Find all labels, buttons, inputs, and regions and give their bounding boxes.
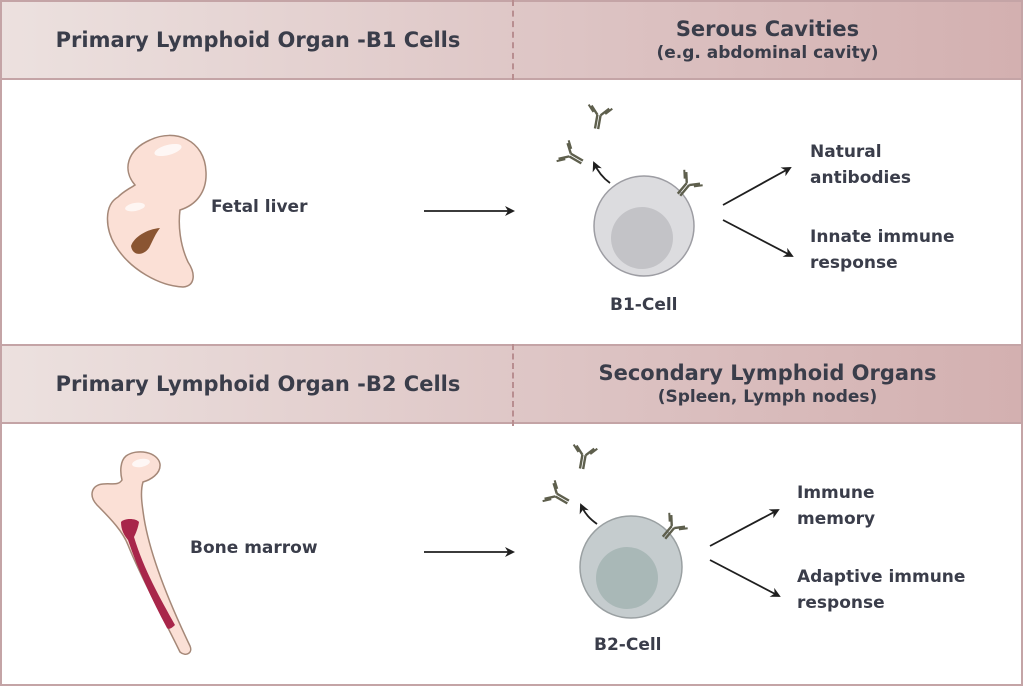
b2-cell-icon bbox=[541, 443, 689, 619]
b2-header-right: Secondary Lymphoid Organs (Spleen, Lymph… bbox=[514, 346, 1021, 422]
b1-outcome-arrow-2 bbox=[722, 219, 794, 257]
b2-outcome-arrow-2 bbox=[709, 559, 781, 597]
b1-header-right-sub: (e.g. abdominal cavity) bbox=[656, 42, 879, 63]
b1-outcome-arrow-1 bbox=[722, 167, 792, 206]
b2-header-divider bbox=[512, 344, 514, 426]
b1-secreted-antibody-icon bbox=[583, 103, 614, 133]
b2-secretion-arrow bbox=[579, 503, 598, 525]
b1-outcome-1-line1: Natural bbox=[810, 142, 882, 162]
b1-header-right-main: Serous Cavities bbox=[675, 17, 860, 42]
b1-cell-icon bbox=[555, 103, 704, 277]
b2-outcome-1: Immune memory bbox=[797, 481, 875, 532]
b2-secreted-antibody-icon bbox=[541, 479, 576, 514]
fetal-liver-icon bbox=[106, 134, 207, 288]
b2-header-right-sub: (Spleen, Lymph nodes) bbox=[657, 386, 878, 407]
b2-secreted-antibody-icon bbox=[568, 443, 599, 473]
b1-outcome-2: Innate immune response bbox=[810, 225, 955, 276]
b1-header-divider bbox=[512, 0, 514, 80]
b2-outcome-2: Adaptive immune response bbox=[797, 565, 965, 616]
bone-marrow-icon bbox=[91, 451, 192, 655]
b1-outcome-2-line1: Innate immune bbox=[810, 227, 955, 247]
b1-outcome-1: Natural antibodies bbox=[810, 140, 911, 191]
b2-organ-label: Bone marrow bbox=[190, 538, 318, 558]
b2-outcome-2-line2: response bbox=[797, 592, 885, 613]
b1-outcome-1-line2: antibodies bbox=[810, 167, 912, 188]
b2-cell-label: B2-Cell bbox=[594, 635, 662, 655]
b2-outcome-2-line1: Adaptive immune bbox=[797, 567, 966, 587]
b2-header-band: Primary Lymphoid Organ -B2 Cells Seconda… bbox=[2, 344, 1021, 424]
b1-header-left: Primary Lymphoid Organ -B1 Cells bbox=[55, 28, 461, 52]
b2-outcome-1-line2: memory bbox=[797, 508, 876, 529]
b1-outcome-2-line2: response bbox=[810, 252, 898, 273]
b1-secretion-arrow bbox=[592, 161, 611, 184]
b1-header-band: Primary Lymphoid Organ -B1 Cells Serous … bbox=[2, 2, 1021, 80]
b1-organ-label: Fetal liver bbox=[211, 197, 308, 217]
b1-cell-label: B1-Cell bbox=[610, 295, 678, 315]
b2-header-right-main: Secondary Lymphoid Organs bbox=[598, 361, 937, 386]
b2-outcome-1-line1: Immune bbox=[797, 483, 875, 503]
b2-header-left: Primary Lymphoid Organ -B2 Cells bbox=[55, 372, 461, 396]
b1-secreted-antibody-icon bbox=[555, 139, 590, 174]
b1-header-right: Serous Cavities (e.g. abdominal cavity) bbox=[514, 2, 1021, 78]
b2-outcome-arrow-1 bbox=[709, 509, 780, 547]
